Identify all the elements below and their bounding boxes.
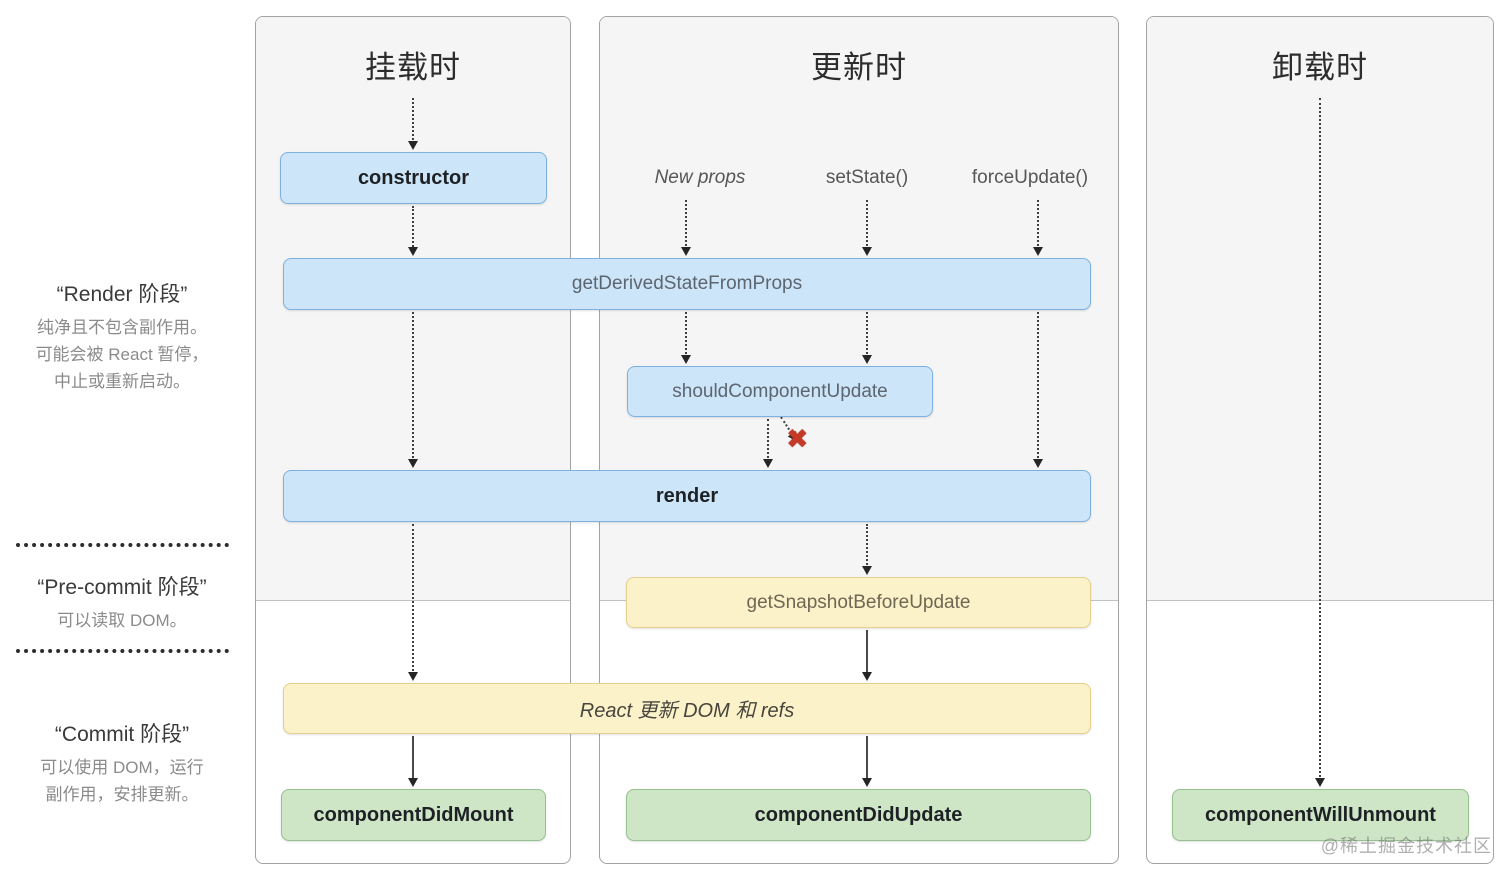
box-label: componentWillUnmount [1205,803,1436,826]
arrow-gdsfp-to-scu-props [680,312,691,364]
panel-updating [599,16,1119,864]
reject-x-icon: ✖ [786,424,809,454]
phase-separator [16,543,229,547]
box-get-derived-state-from-props: getDerivedStateFromProps [283,258,1091,310]
phase-line: 副作用，安排更新。 [45,785,199,804]
trigger-force-update: forceUpdate() [971,167,1089,188]
phase-line: 可以读取 DOM。 [57,611,187,630]
box-label: shouldComponentUpdate [672,380,888,402]
trigger-set-state: setState() [825,167,909,188]
box-label: React 更新 DOM 和 refs [579,700,795,722]
box-label: constructor [357,166,470,189]
arrow-snapshot-to-reactupdates [861,630,872,681]
box-render: render [283,470,1091,522]
phase-precommit-title: “Pre-commit 阶段” [37,576,207,599]
box-component-did-mount: componentDidMount [281,789,546,841]
box-label: getSnapshotBeforeUpdate [746,591,971,613]
arrow-scu-to-render [762,419,773,468]
arrow-newprops-to-gdsfp [680,200,691,256]
arrow-setstate-to-gdsfp [861,200,872,256]
box-component-will-unmount: componentWillUnmount [1172,789,1469,841]
phase-separator [16,649,229,653]
phase-render-description: 纯净且不包含副作用。 可能会被 React 暂停， 中止或重新启动。 [8,314,236,395]
phase-commit-description: 可以使用 DOM，运行 副作用，安排更新。 [8,754,236,808]
phase-render-title: “Render 阶段” [56,283,188,306]
box-should-component-update: shouldComponentUpdate [627,366,933,417]
arrow-render-to-reactupdates-mount [407,524,418,681]
arrow-constructor-to-gdsfp [407,206,418,256]
column-title-updating: 更新时 [811,50,907,85]
box-component-did-update: componentDidUpdate [626,789,1091,841]
phase-precommit-description: 可以读取 DOM。 [8,607,236,634]
arrow-reactupdates-to-didupdate [861,736,872,787]
phase-commit-title: “Commit 阶段” [54,723,190,746]
trigger-new-props: New props [654,167,746,188]
arrow-reactupdates-to-didmount [407,736,418,787]
column-title-unmounting: 卸载时 [1272,50,1368,85]
arrow-title-to-constructor [407,98,418,150]
phase-line: 纯净且不包含副作用。 [37,318,207,337]
box-label: componentDidUpdate [754,803,963,826]
box-get-snapshot-before-update: getSnapshotBeforeUpdate [626,577,1091,628]
column-title-mounting: 挂载时 [365,50,461,85]
phase-line: 可以使用 DOM，运行 [40,758,204,777]
juejin-watermark: @稀土掘金技术社区 [1320,836,1492,856]
arrow-gdsfp-to-render-mount [407,312,418,468]
phase-line: 中止或重新启动。 [54,372,190,391]
arrow-forceupdate-to-render [1032,312,1043,468]
arrow-render-to-snapshot [861,524,872,575]
box-react-updates-dom-refs: React 更新 DOM 和 refs [283,683,1091,734]
box-constructor: constructor [280,152,547,204]
box-label: render [655,484,719,507]
phase-line: 可能会被 React 暂停， [35,345,209,364]
arrow-forceupdate-to-gdsfp [1032,200,1043,256]
box-label: getDerivedStateFromProps [571,273,803,294]
arrow-gdsfp-to-scu-state [861,312,872,364]
arrow-title-to-willunmount [1314,98,1325,787]
box-label: componentDidMount [313,803,514,826]
